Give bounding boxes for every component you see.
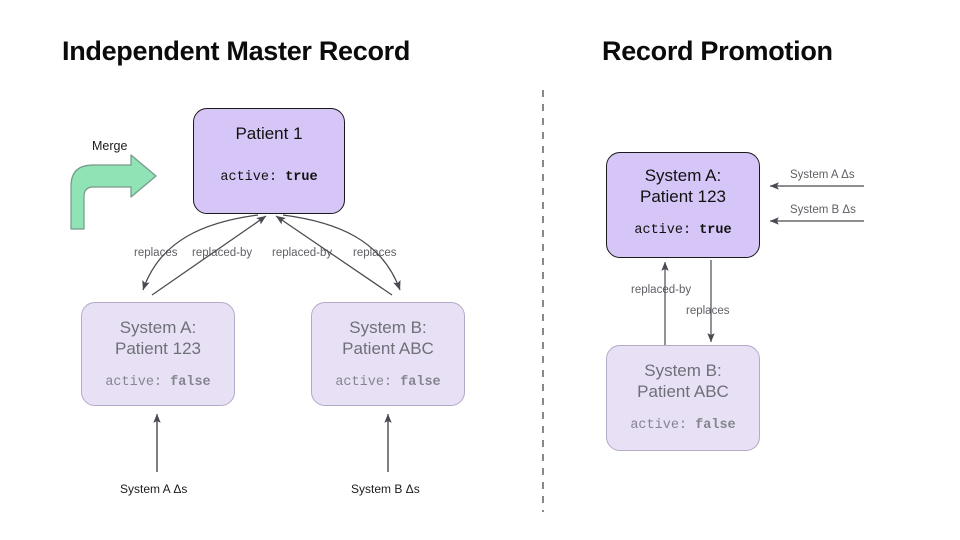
node-right-system-b-attribute: active: false	[630, 418, 735, 433]
merge-label: Merge	[92, 139, 128, 153]
node-right-system-a-attr-key: active:	[634, 223, 692, 238]
edge-label-replaces-a: replaces	[134, 247, 178, 259]
node-right-system-a-patient-123[interactable]: System A: Patient 123 active: true	[606, 152, 760, 258]
node-system-a-patient-123-title: System A: Patient 123	[114, 318, 201, 358]
input-label-right-system-a-deltas: System A Δs	[790, 169, 855, 181]
node-system-b-attr-key: active:	[335, 375, 393, 390]
node-right-system-b-patient-abc[interactable]: System B: Patient ABC active: false	[606, 345, 760, 451]
node-patient-1[interactable]: Patient 1 active: true	[193, 108, 345, 214]
input-label-system-a-deltas: System A Δs	[120, 482, 188, 496]
node-right-system-a-attr-value: true	[699, 223, 732, 238]
node-system-a-attr-value: false	[170, 375, 211, 390]
node-patient-1-attr-value: true	[285, 170, 318, 185]
merge-arrow-icon	[70, 154, 157, 230]
input-label-system-b-deltas: System B Δs	[351, 482, 420, 496]
node-patient-1-attr-key: active:	[220, 170, 278, 185]
node-patient-1-title: Patient 1	[235, 124, 303, 143]
node-system-b-patient-abc-title: System B: Patient ABC	[342, 318, 434, 358]
edge-label-replaces-b: replaces	[353, 247, 397, 259]
node-patient-1-attribute: active: true	[220, 170, 317, 185]
node-right-system-a-title: System A: Patient 123	[639, 166, 726, 206]
left-panel-title: Independent Master Record	[62, 36, 411, 66]
node-system-a-attr-key: active:	[105, 375, 163, 390]
node-right-system-a-attribute: active: true	[634, 223, 731, 238]
edge-label-replaced-by-b: replaced-by	[272, 247, 333, 259]
edge-label-replaced-by-a: replaced-by	[192, 247, 253, 259]
node-system-a-patient-123-attribute: active: false	[105, 375, 210, 390]
node-system-b-patient-abc-attribute: active: false	[335, 375, 440, 390]
node-system-b-attr-value: false	[400, 375, 441, 390]
node-system-a-patient-123[interactable]: System A: Patient 123 active: false	[81, 302, 235, 406]
edge-label-right-replaces: replaces	[686, 305, 730, 317]
node-right-system-b-attr-key: active:	[630, 418, 688, 433]
node-system-b-patient-abc[interactable]: System B: Patient ABC active: false	[311, 302, 465, 406]
input-label-right-system-b-deltas: System B Δs	[790, 204, 856, 216]
node-right-system-b-title: System B: Patient ABC	[637, 361, 729, 401]
right-panel-title: Record Promotion	[602, 36, 833, 66]
edge-label-right-replaced-by: replaced-by	[631, 284, 692, 296]
node-right-system-b-attr-value: false	[695, 418, 736, 433]
